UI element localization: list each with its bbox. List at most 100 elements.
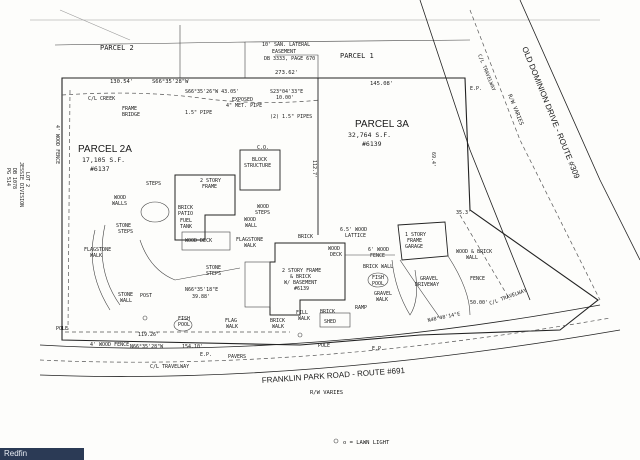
shed-label: SHED — [324, 319, 336, 325]
parcel-2a-label: PARCEL 2A — [78, 144, 132, 155]
lawn-light-marker — [297, 332, 303, 338]
jessie-division-page: PG 514 — [5, 168, 11, 186]
bearing-s66-35-28: S66°35'28"W — [152, 79, 189, 85]
old-dominion-road-edge-2 — [519, 0, 640, 261]
wood-brick-wall-label-2: WALL — [466, 255, 478, 261]
bearing-130-54: 130.54' — [110, 79, 133, 85]
jessie-division-label: JESSIE DIVISION — [18, 162, 24, 207]
brick-walk-label: BRICK — [270, 318, 285, 324]
fill-walk-label-2: WALK — [298, 316, 310, 322]
travelway-label-2: C/L TRAVELWAY — [150, 364, 189, 370]
cleanout-label: C.O. — [257, 145, 269, 151]
wood-fence-mid-label: 6' WOOD — [368, 247, 389, 253]
left-wood-fence-line — [67, 89, 71, 331]
steps-label: STEPS — [146, 181, 161, 187]
block-structure — [239, 149, 281, 191]
wood-steps-label: WOOD — [257, 204, 269, 210]
bearing-69-4: 69.4' — [430, 152, 436, 167]
main-house-label: 2 STORY FRAME — [282, 268, 321, 274]
brick-walk-area — [244, 261, 271, 308]
easement-label: 10' SAN. LATERAL — [262, 42, 310, 48]
lawn-light-legend: o = LAWN LIGHT — [343, 440, 390, 446]
flag-walk-label: FLAG — [225, 318, 237, 324]
fish-pool-lower-label: FISH — [178, 316, 190, 322]
block-structure-label-2: STRUCTURE — [244, 163, 271, 169]
bearing-39-88: 39.88' — [192, 294, 210, 300]
fish-pool-lower — [173, 318, 193, 332]
stone-steps-lower-label: STONE — [206, 265, 221, 271]
stone-steps-label: STONE — [116, 223, 131, 229]
parcel-2a-area: 17,105 S.F. — [82, 156, 125, 164]
creek-centerline — [61, 92, 321, 103]
main-house-label-2: & BRICK — [290, 274, 311, 280]
redfin-watermark: Redfin — [0, 448, 84, 460]
exposed-pipe-label-2: 4" MET. PIPE — [226, 103, 262, 109]
garage-label: 1 STORY — [405, 232, 426, 238]
frame-bridge-label: FRAME — [122, 106, 137, 112]
jessie-division-lot: LOT 2 — [24, 172, 30, 187]
edge-pavement-label-3: E.P. — [372, 346, 384, 352]
bearing-50-00: 50.00' — [470, 300, 488, 306]
pipes-label: (2) 1.5" PIPES — [270, 114, 312, 120]
franklin-park-road-edge — [39, 304, 601, 349]
fish-pool-lower-label-2: POOL — [178, 322, 190, 328]
wood-brick-wall-label: WOOD & BRICK — [456, 249, 492, 255]
wood-deck — [181, 231, 231, 251]
edge-pavement-label-1: E.P. — [200, 352, 212, 358]
bearing-119-26: 119.26' — [138, 332, 159, 338]
bottom-fence-label: 4' WOOD FENCE — [90, 342, 129, 348]
fuel-tank-label-2: TANK — [180, 224, 192, 230]
pole-label: POLE — [56, 326, 68, 332]
gravel-walk-curve — [391, 259, 417, 316]
bearing-n66-35-18: N66°35'18"E — [185, 287, 218, 293]
bearing-10-00: 10.00' — [276, 95, 294, 101]
franklin-park-rw-label: R/W VARIES — [310, 390, 343, 396]
fill-walk-label: FILL — [296, 310, 308, 316]
frame-bridge-label-2: BRIDGE — [122, 112, 140, 118]
garage-label-2: FRAME — [407, 238, 422, 244]
easement-label-2: EASEMENT — [272, 49, 296, 55]
fence-right-label: FENCE — [470, 276, 485, 282]
brick-label: BRICK — [298, 234, 313, 240]
wood-steps-label-2: STEPS — [255, 210, 270, 216]
flagstone-walk-label-2: WALK — [244, 243, 256, 249]
flag-walk-label-2: WALK — [226, 324, 238, 330]
wood-deck-right-label: WOOD — [328, 246, 340, 252]
gravel-driveway — [399, 255, 471, 319]
stone-wall-label-2: WALL — [120, 298, 132, 304]
easement-deed-label: DB 3333, PAGE 670 — [264, 56, 315, 62]
parcel-2-top-label: PARCEL 2 — [100, 44, 134, 52]
fish-pool — [367, 272, 389, 288]
stone-wall-label: STONE — [118, 292, 133, 298]
parcel-1-top-label: PARCEL 1 — [340, 52, 374, 60]
creek-label: C/L CREEK — [88, 96, 115, 102]
franklin-park-road-edge-2 — [39, 329, 621, 377]
stone-steps-lower-label-2: STEPS — [206, 271, 221, 277]
bearing-154-10: 154.10' — [182, 344, 203, 350]
fuel-tank-label: FUEL — [180, 218, 192, 224]
gravel-walk-label: GRAVEL — [374, 291, 392, 297]
two-story-frame-label-2: FRAME — [202, 184, 217, 190]
flagstone-walk-left-label-2: WALK — [90, 253, 102, 259]
flagstone-walk-left-label: FLAGSTONE — [84, 247, 111, 253]
pavers-label: PAVERS — [228, 354, 246, 360]
gravel-driveway-label: GRAVEL — [420, 276, 438, 282]
easement-line — [275, 54, 319, 78]
gravel-driveway-label-2: DRIVEWAY — [415, 282, 439, 288]
lawn-light-legend-marker — [333, 438, 339, 444]
bearing-n66-35-28: N66°35'28"W — [130, 344, 164, 350]
two-story-frame-structure — [174, 174, 236, 241]
wood-fence-mid-label-2: FENCE — [370, 253, 385, 259]
pole-label-2: POLE — [318, 343, 330, 349]
franklin-park-centerline — [39, 317, 611, 363]
stone-steps-label-2: STEPS — [118, 229, 133, 235]
main-house-label-4: #6139 — [294, 286, 309, 292]
fish-pool-label: FISH — [372, 275, 384, 281]
wood-wall-label-2: WALL — [245, 223, 257, 229]
brick-2-label: BRICK — [320, 309, 335, 315]
wood-lattice-label: 6.5' WOOD — [340, 227, 367, 233]
bearing-s66-35-26: S66°35'26"W 43.05' — [185, 89, 239, 95]
brick-patio-label-2: PATIO — [178, 211, 193, 217]
